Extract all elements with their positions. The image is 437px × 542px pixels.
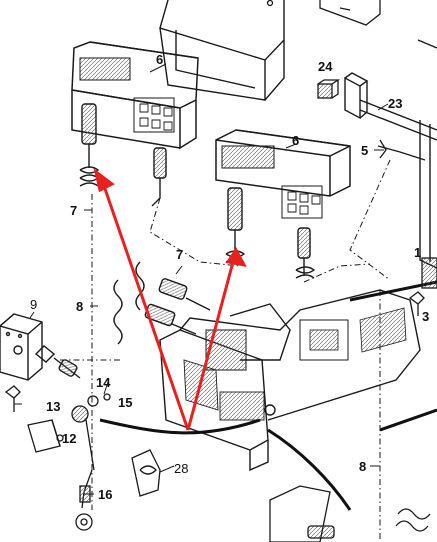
callout-8-right: 8 — [359, 459, 367, 474]
callout-24: 24 — [318, 59, 333, 74]
clip-part-24 — [317, 79, 341, 99]
callout-6-right: 6 — [292, 133, 300, 148]
callout-14: 14 — [96, 375, 111, 390]
red-arrow-lines — [93, 168, 247, 431]
top-cover-box — [159, 0, 285, 101]
callout-7-left: 7 — [70, 203, 78, 218]
callout-15: 15 — [118, 395, 133, 410]
wire-clip-28 — [131, 449, 161, 497]
callout-3: 3 — [422, 309, 430, 324]
callout-12: 12 — [62, 431, 77, 446]
callout-28: 28 — [174, 461, 189, 476]
callout-5: 5 — [361, 143, 369, 158]
top-right-bracket — [266, 0, 381, 26]
callout-leaders — [14, 63, 389, 495]
callout-6-left: 6 — [156, 52, 164, 67]
bracket-part-1 — [408, 257, 437, 316]
display-panel-left — [71, 41, 199, 150]
right-cable-coil — [269, 485, 431, 542]
callout-13: 13 — [46, 399, 61, 414]
wing-screw-5 — [377, 139, 426, 161]
display-panel-right — [215, 129, 351, 219]
callout-7-right: 7 — [176, 247, 184, 262]
connector-cables — [79, 103, 316, 345]
callout-1: 1 — [414, 245, 422, 260]
switch-box-9 — [0, 313, 81, 381]
callout-8-left: 8 — [76, 299, 84, 314]
main-chassis — [159, 289, 421, 472]
frame-rail-23 — [344, 39, 437, 269]
callout-16: 16 — [98, 487, 113, 502]
callout-9: 9 — [30, 297, 38, 312]
callout-23: 23 — [388, 96, 403, 111]
small-hardware — [4, 385, 111, 531]
